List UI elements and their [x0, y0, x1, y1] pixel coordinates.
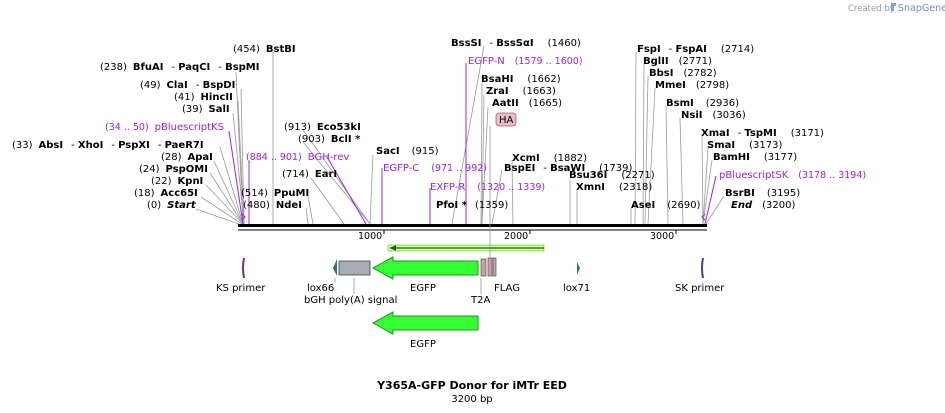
svg-text:MmeI(2798): MmeI(2798)	[655, 80, 729, 91]
svg-text:SmaI(3173): SmaI(3173)	[707, 140, 782, 151]
created-by-label: Created by	[848, 4, 895, 14]
svg-text:BspEI- BsaWI(1739): BspEI- BsaWI(1739)	[504, 163, 633, 174]
enzyme-labels-right: FspI- FspAI(2714) BglII(2771) BbsI(2782)…	[631, 44, 824, 211]
primer-leader-lines	[228, 63, 717, 225]
svg-text:ZraI(1663): ZraI(1663)	[486, 86, 556, 97]
map-title: Y365A-GFP Donor for iMTr EED	[376, 379, 567, 392]
svg-text:(33)AbsI- XhoI- PspXI- PaeR7I: (33)AbsI- XhoI- PspXI- PaeR7I	[12, 140, 204, 151]
egfp-label-track2: EGFP	[410, 339, 436, 350]
sk-primer-marker-icon	[701, 213, 706, 221]
selection-arrow-head-icon	[390, 245, 396, 251]
feature-labels: KS primer lox66 bGH poly(A) signal EGFP …	[216, 278, 725, 306]
ha-tag[interactable]	[495, 112, 517, 127]
svg-text:(884 .. 901)BGH-rev: (884 .. 901)BGH-rev	[246, 152, 349, 163]
svg-text:End(3200): End(3200)	[731, 200, 795, 211]
svg-text:BamHI(3177): BamHI(3177)	[713, 152, 797, 163]
svg-text:XmaI- TspMI(3171): XmaI- TspMI(3171)	[701, 128, 824, 139]
svg-text:(39)SalI: (39)SalI	[182, 104, 230, 115]
map-length: 3200 bp	[451, 394, 492, 405]
svg-text:(41)HincII: (41)HincII	[174, 92, 233, 103]
ks-primer-feature[interactable]	[242, 257, 245, 279]
svg-text:XmnI(2318): XmnI(2318)	[576, 182, 652, 193]
svg-text:(18)Acc65I: (18)Acc65I	[134, 188, 198, 199]
flag-feature-2[interactable]	[492, 257, 497, 277]
lox71-label: lox71	[563, 283, 590, 294]
site-leader-lines	[195, 45, 725, 225]
ruler-tick-1000: 1000	[358, 231, 382, 242]
svg-text:XcmI(1882): XcmI(1882)	[512, 153, 587, 164]
svg-text:BssSI- BssSαI(1460): BssSI- BssSαI(1460)	[451, 38, 581, 49]
svg-text:BbsI(2782): BbsI(2782)	[649, 68, 717, 79]
enzyme-labels-middle: (913)Eco53kI (903)BclI * (714)EarI (514)…	[241, 38, 655, 211]
svg-text:(714)EarI: (714)EarI	[282, 169, 337, 180]
ruler-ticks	[383, 230, 677, 234]
ruler-tick-2000: 2000	[504, 231, 528, 242]
svg-text:(454)BstBI: (454)BstBI	[233, 44, 296, 55]
svg-text:pBluescriptSK(3178 .. 3194): pBluescriptSK(3178 .. 3194)	[719, 170, 866, 181]
svg-text:(0)Start: (0)Start	[147, 200, 197, 211]
egfp-feature[interactable]	[371, 256, 479, 280]
svg-text:(913)Eco53kI: (913)Eco53kI	[284, 122, 361, 133]
svg-text:PfoI *(1359): PfoI *(1359)	[436, 200, 508, 211]
flag-feature[interactable]	[487, 257, 493, 277]
svg-text:(22)KpnI: (22)KpnI	[151, 176, 203, 187]
lox66-label: lox66	[307, 283, 334, 294]
ha-tag-label: HA	[499, 115, 514, 126]
snapgene-logo-icon	[891, 3, 896, 11]
svg-text:AatII(1665): AatII(1665)	[492, 98, 562, 109]
svg-text:(34 .. 50)pBluescriptKS: (34 .. 50)pBluescriptKS	[105, 122, 224, 133]
sk-primer-feature[interactable]	[701, 257, 704, 279]
flag-label: FLAG	[494, 283, 520, 294]
snapgene-brand: SnapGene	[898, 3, 945, 14]
svg-text:NsiI(3036): NsiI(3036)	[681, 110, 746, 121]
ruler-tick-3000: 3000	[650, 231, 674, 242]
dna-backbone	[238, 224, 707, 227]
ks-primer-label: KS primer	[216, 283, 266, 294]
ks-primer-marker-icon	[241, 213, 246, 221]
bgh-polya-label: bGH poly(A) signal	[304, 295, 397, 306]
t2a-label: T2A	[470, 295, 490, 306]
svg-text:EXFP-R(1320 .. 1339): EXFP-R(1320 .. 1339)	[430, 182, 545, 193]
sk-primer-label: SK primer	[675, 283, 725, 294]
svg-text:BglII(2771): BglII(2771)	[643, 56, 712, 67]
svg-text:AseI(2690): AseI(2690)	[631, 200, 701, 211]
svg-text:BsrBI(3195): BsrBI(3195)	[725, 188, 800, 199]
egfp-label: EGFP	[410, 283, 436, 294]
svg-text:(238)BfuAI- PaqCI- BspMI: (238)BfuAI- PaqCI- BspMI	[100, 62, 259, 73]
svg-text:(28)ApaI: (28)ApaI	[161, 152, 213, 163]
t2a-feature[interactable]	[480, 258, 487, 277]
bgh-polya-feature[interactable]	[338, 260, 371, 276]
svg-text:EGFP-C(971 .. 992): EGFP-C(971 .. 992)	[383, 163, 487, 174]
lox71-feature[interactable]	[577, 262, 580, 275]
svg-text:BsaHI(1662): BsaHI(1662)	[481, 74, 561, 85]
svg-text:EGFP-N(1579 .. 1600): EGFP-N(1579 .. 1600)	[468, 56, 583, 67]
svg-text:(903)BclI *: (903)BclI *	[298, 134, 361, 145]
enzyme-labels-left: (454)BstBI (238)BfuAI- PaqCI- BspMI (49)…	[12, 44, 296, 211]
svg-text:(24)PspOMI: (24)PspOMI	[139, 164, 208, 175]
svg-text:(49)ClaI- BspDI: (49)ClaI- BspDI	[140, 80, 235, 91]
svg-text:(480)NdeI: (480)NdeI	[243, 200, 302, 211]
egfp-feature-track2[interactable]	[371, 311, 479, 335]
primer-labels: (34 .. 50)pBluescriptKS (884 .. 901)BGH-…	[105, 56, 866, 193]
svg-text:FspI- FspAI(2714): FspI- FspAI(2714)	[637, 44, 754, 55]
svg-text:BsmI(2936): BsmI(2936)	[666, 98, 739, 109]
svg-text:(514)PpuMI: (514)PpuMI	[241, 188, 309, 199]
lox66-feature[interactable]	[333, 259, 337, 276]
svg-text:SacI(915): SacI(915)	[376, 146, 439, 157]
svg-text:Bsu36I(2271): Bsu36I(2271)	[569, 170, 655, 181]
